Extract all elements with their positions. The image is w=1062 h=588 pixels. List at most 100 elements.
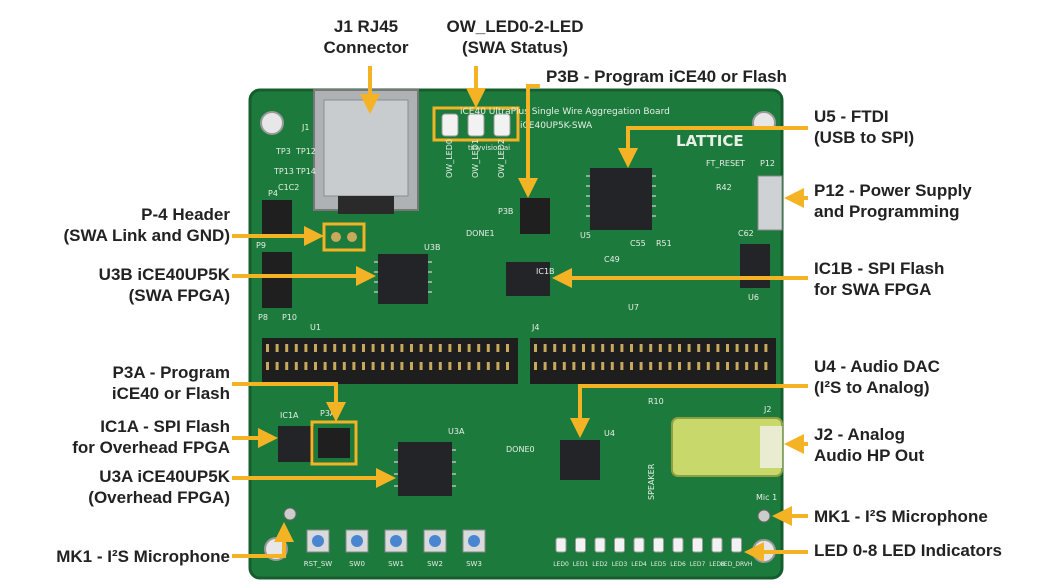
header-pin [314,362,317,370]
svg-text:LED_DRVH: LED_DRVH [721,561,753,568]
header-pin [285,344,289,352]
header-pin [658,362,662,370]
led-led2: LED2 [592,537,608,568]
svg-text:LED5: LED5 [651,561,667,568]
silk-ic1a: IC1A [280,411,299,420]
u3a-fpga-chip [398,442,452,496]
led-led6: LED6 [670,537,686,568]
header-pin [658,344,662,352]
header-pin [342,344,346,352]
arrow-mk1-left [232,522,294,558]
header-pin [362,344,365,352]
led-led8: LED8 [709,537,725,568]
header-pin [553,362,557,370]
header-pin [697,362,701,370]
silk-p9: P9 [256,241,266,250]
header-pin [304,344,308,352]
svg-text:LED3: LED3 [612,561,628,568]
board-title: iCE40 UltraPlus Single Wire Aggregation … [460,107,670,117]
silk-p3a: P3A [320,409,336,418]
arrow-p3a [232,382,346,422]
header-pin [266,362,269,370]
svg-text:SW0: SW0 [349,560,365,568]
usb-connector [757,175,783,231]
header-pin [506,362,509,370]
header-pin [323,362,327,370]
svg-text:LED6: LED6 [670,561,686,568]
svg-text:SW1: SW1 [388,560,404,568]
svg-text:RST_SW: RST_SW [304,560,333,568]
silk-done1: DONE1 [466,229,495,238]
header-pin [639,344,643,352]
callout-u3a: U3A iCE40UP5K(Overhead FPGA) [88,467,230,507]
header-pin [687,344,691,352]
silk-u5: U5 [580,231,591,240]
silk-u4: U4 [604,429,615,438]
header-pin [601,344,605,352]
header-pin [429,362,433,370]
header-pin [716,344,720,352]
header-pin [697,344,701,352]
mic-left [283,507,297,521]
tinyvision-label: tinyvision.ai [468,144,510,152]
header-pin [687,362,691,370]
silk-c1c2: C1C2 [278,183,299,192]
arrow-p3b [518,84,540,198]
p4-highlight [322,222,366,252]
header-pin [706,344,710,352]
u3b-fpga-chip [378,254,428,304]
silk-r10: R10 [648,397,664,406]
left-header-p8-p10 [262,252,292,308]
svg-text:LED2: LED2 [592,561,608,568]
header-pin [668,344,672,352]
header-pin [668,362,672,370]
callout-mk1-left: MK1 - I²S Microphone [56,547,230,566]
header-pin [458,362,461,370]
u4-dac-chip [560,440,600,480]
header-pin [620,344,624,352]
header-pin [591,362,595,370]
header-pin [381,362,385,370]
header-pin [438,344,442,352]
header-pin [448,344,452,352]
header-pin [400,362,404,370]
header-pin [467,344,471,352]
silk-c55: C55 [630,239,646,248]
ic1a-flash-chip [278,426,314,462]
board-part: iCE40UP5K-SWA [520,121,593,131]
header-pin [467,362,471,370]
header-pin [735,362,739,370]
svg-text:SW3: SW3 [466,560,482,568]
header-pin [285,362,289,370]
silk-j2: J2 [763,405,771,414]
header-pin [496,344,500,352]
silk-done0: DONE0 [506,445,535,454]
header-pin [294,344,298,352]
callout-p4: P-4 Header(SWA Link and GND) [63,205,230,245]
header-pin [458,344,461,352]
header-pin [477,362,481,370]
left-header-p9 [262,200,292,234]
header-pin [410,344,413,352]
header-pin [438,362,442,370]
header-pin [562,362,566,370]
u5-ftdi-chip [590,168,652,230]
callout-u3b: U3B iCE40UP5K(SWA FPGA) [98,265,230,305]
header-pin [275,362,279,370]
callout-p3b: P3B - Program iCE40 or Flash [546,67,787,86]
silk-p10: P10 [282,313,297,322]
led-led1: LED1 [573,537,588,568]
u6-regulator [740,244,770,288]
lattice-logo-panel [660,128,778,152]
header-pin [764,344,768,352]
header-pin [735,344,739,352]
header-pin [543,362,547,370]
p3a-highlight [310,420,358,466]
header-pin [630,362,633,370]
silk-speaker: SPEAKER [647,463,656,500]
